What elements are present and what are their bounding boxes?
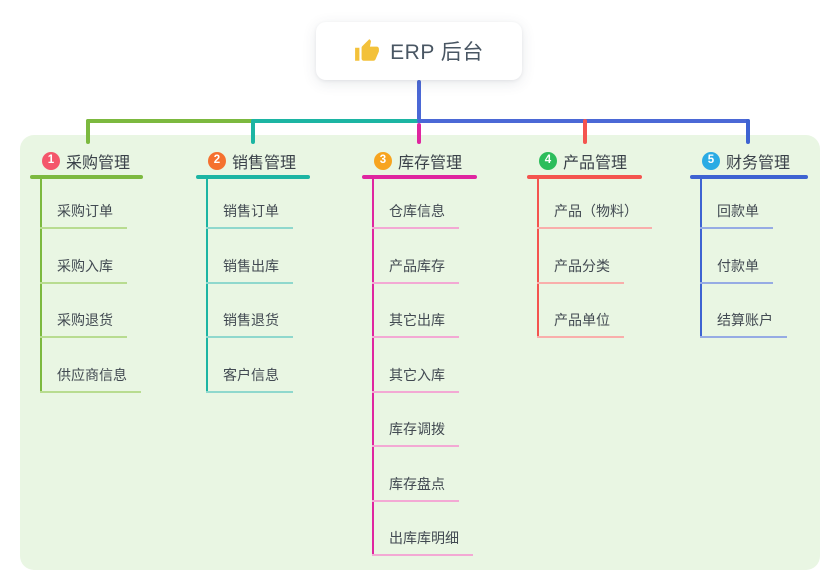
- child-item[interactable]: 产品单位: [537, 311, 624, 338]
- child-item[interactable]: 客户信息: [206, 366, 293, 393]
- branch-purchase: 1 采购管理 采购订单 采购入库 采购退货 供应商信息: [30, 150, 143, 393]
- branch-underline: [527, 175, 642, 179]
- child-item[interactable]: 结算账户: [700, 311, 787, 338]
- root-connector-line: [417, 80, 421, 123]
- child-item[interactable]: 产品库存: [372, 257, 459, 284]
- branch-badge: 5: [702, 152, 720, 170]
- connector-drop-purchase: [86, 119, 90, 144]
- branch-finance: 5 财务管理 回款单 付款单 结算账户: [690, 150, 808, 338]
- child-item[interactable]: 其它入库: [372, 366, 459, 393]
- branch-header-product[interactable]: 4 产品管理: [527, 150, 642, 172]
- branch-badge: 1: [42, 152, 60, 170]
- child-item[interactable]: 采购入库: [40, 257, 127, 284]
- branch-product: 4 产品管理 产品（物料） 产品分类 产品单位: [527, 150, 652, 338]
- child-item[interactable]: 采购退货: [40, 311, 127, 338]
- branch-header-purchase[interactable]: 1 采购管理: [30, 150, 143, 172]
- child-item[interactable]: 销售退货: [206, 311, 293, 338]
- branch-trunk-line: [537, 177, 539, 338]
- branch-underline: [690, 175, 808, 179]
- branch-trunk-line: [700, 177, 702, 338]
- connector-drop-finance: [746, 119, 750, 144]
- branch-header-finance[interactable]: 5 财务管理: [690, 150, 808, 172]
- connector-segment-sales: [251, 119, 419, 123]
- connector-drop-product: [583, 119, 587, 144]
- root-node[interactable]: ERP 后台: [316, 22, 522, 80]
- connector-drop-sales: [251, 119, 255, 144]
- child-item[interactable]: 回款单: [700, 202, 773, 229]
- branch-badge: 2: [208, 152, 226, 170]
- branch-header-inventory[interactable]: 3 库存管理: [362, 150, 477, 172]
- root-label: ERP 后台: [390, 41, 484, 64]
- branch-label: 销售管理: [232, 155, 297, 172]
- connector-drop-inventory: [417, 123, 421, 144]
- mindmap-panel: [20, 135, 820, 570]
- branch-underline: [30, 175, 143, 179]
- branch-badge: 4: [539, 152, 557, 170]
- branch-trunk-line: [372, 177, 374, 556]
- branch-inventory: 3 库存管理 仓库信息 产品库存 其它出库 其它入库 库存调拨 库存盘点 出库库…: [362, 150, 477, 556]
- branch-label: 财务管理: [726, 155, 791, 172]
- branch-label: 采购管理: [66, 155, 131, 172]
- branch-sales: 2 销售管理 销售订单 销售出库 销售退货 客户信息: [196, 150, 310, 393]
- child-item[interactable]: 库存调拨: [372, 420, 459, 447]
- branch-trunk-line: [40, 177, 42, 393]
- branch-badge: 3: [374, 152, 392, 170]
- branch-underline: [196, 175, 310, 179]
- child-item[interactable]: 采购订单: [40, 202, 127, 229]
- child-item[interactable]: 销售出库: [206, 257, 293, 284]
- child-item[interactable]: 库存盘点: [372, 475, 459, 502]
- branch-underline: [362, 175, 477, 179]
- child-item[interactable]: 销售订单: [206, 202, 293, 229]
- child-item[interactable]: 其它出库: [372, 311, 459, 338]
- child-item[interactable]: 产品分类: [537, 257, 624, 284]
- child-item[interactable]: 付款单: [700, 257, 773, 284]
- branch-label: 库存管理: [398, 155, 463, 172]
- branch-label: 产品管理: [563, 155, 628, 172]
- child-item[interactable]: 产品（物料）: [537, 202, 652, 229]
- branch-header-sales[interactable]: 2 销售管理: [196, 150, 310, 172]
- branch-trunk-line: [206, 177, 208, 393]
- child-item[interactable]: 仓库信息: [372, 202, 459, 229]
- thumbs-up-icon: [355, 39, 380, 61]
- connector-segment-purchase: [86, 119, 255, 123]
- child-item[interactable]: 出库库明细: [372, 529, 473, 556]
- child-item[interactable]: 供应商信息: [40, 366, 141, 393]
